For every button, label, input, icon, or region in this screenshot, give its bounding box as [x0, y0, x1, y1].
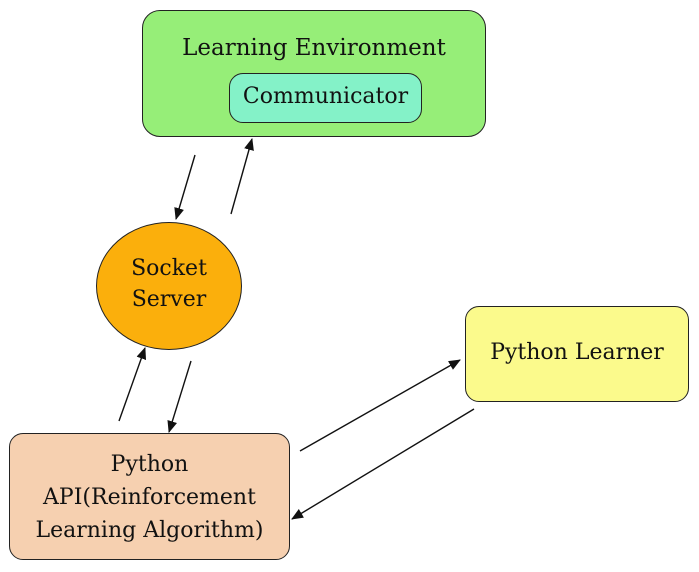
learning-environment-label: Learning Environment — [182, 35, 446, 61]
python-api-line1: Python — [110, 452, 189, 477]
python-api-line3: Learning Algorithm) — [35, 518, 264, 543]
python-learner-node: Python Learner — [465, 306, 689, 402]
socket-server-line2: Server — [131, 287, 207, 312]
socket-server-line1: Socket — [131, 256, 207, 281]
arrow-environment-to-socket — [174, 154, 196, 220]
arrow-api-to-learner — [299, 359, 461, 452]
arrow-learner-to-api — [291, 408, 475, 520]
arrow-socket-to-api — [167, 360, 192, 433]
arrow-api-to-socket — [118, 347, 147, 422]
arrow-socket-to-environment — [230, 138, 254, 215]
python-api-node: Python API(Reinforcement Learning Algori… — [9, 433, 290, 560]
python-api-label: Python API(Reinforcement Learning Algori… — [10, 448, 289, 547]
communicator-node: Communicator — [229, 73, 422, 123]
learning-environment-node: Learning Environment Communicator — [142, 10, 486, 137]
socket-server-node: Socket Server — [96, 222, 242, 350]
socket-server-label: Socket Server — [97, 253, 241, 315]
python-api-line2: API(Reinforcement — [43, 485, 256, 510]
communicator-label: Communicator — [242, 84, 409, 109]
python-learner-label: Python Learner — [490, 340, 664, 365]
